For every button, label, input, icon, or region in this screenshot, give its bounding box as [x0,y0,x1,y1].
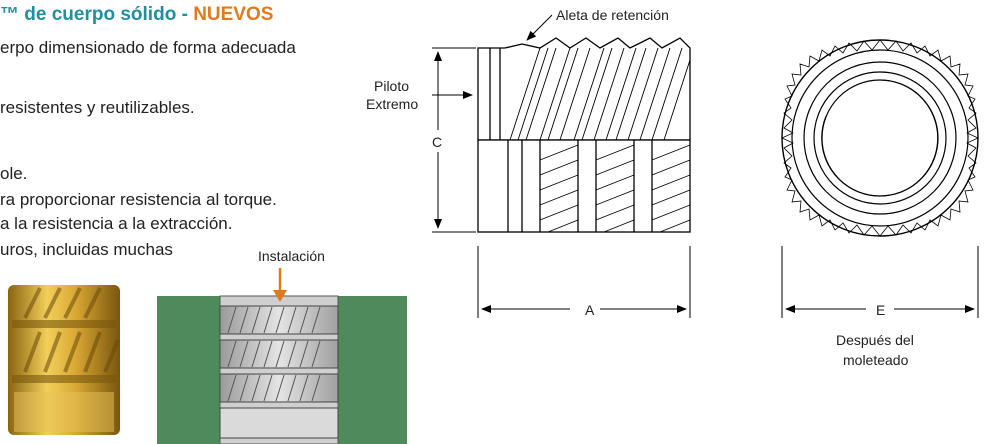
title-highlight: NUEVOS [193,4,274,25]
dimension-e-label: E [873,302,889,318]
pilot-label-line2: Extremo [366,96,419,112]
title-prefix: ™ de cuerpo sólido - [0,4,194,25]
retention-fin-label: Aleta de retención [556,7,669,23]
installation-image [157,268,407,444]
side-view-dimensions [432,14,691,318]
body-line-4: ra proporcionar resistencia al torque. [0,190,277,209]
end-view-caption-line1: Después del [836,332,914,348]
end-view-drawing [781,39,979,237]
brass-insert-image [8,285,120,435]
pilot-label-line1: Piloto [374,78,410,94]
side-view-drawing [477,37,691,233]
body-line-5: a la resistencia a la extracción. [0,214,233,233]
end-view-dimensions [781,246,979,318]
end-view-caption-line2: moleteado [843,352,909,368]
dimension-a-label: A [582,302,598,318]
body-line-2: resistentes y reutilizables. [0,98,195,117]
installation-label: Instalación [258,248,325,264]
body-line-1: erpo dimensionado de forma adecuada [0,38,296,57]
page-title: ™ de cuerpo sólido - NUEVOS [0,4,273,26]
body-line-3: ole. [0,164,28,183]
body-line-6: uros, incluidas muchas [0,240,173,259]
dimension-c-label: C [430,134,445,150]
